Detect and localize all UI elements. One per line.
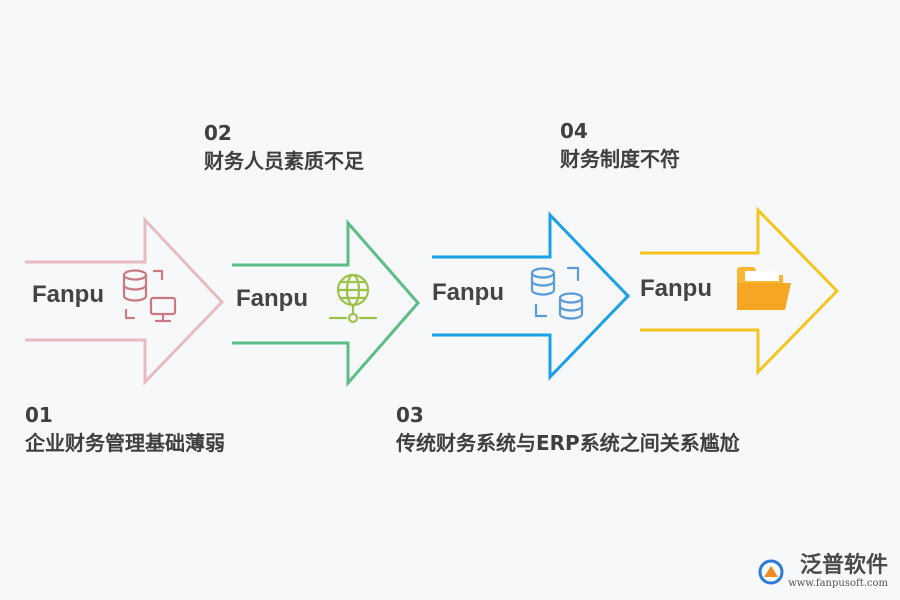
step-3-label: Fanpu xyxy=(432,279,504,306)
step-3-caption: 03 传统财务系统与ERP系统之间关系尴尬 xyxy=(396,402,740,458)
globe-network-icon xyxy=(328,273,378,324)
logo-name: 泛普软件 xyxy=(799,553,888,578)
step-1-arrow-group: Fanpu xyxy=(25,216,225,386)
step-2-label: Fanpu xyxy=(236,285,308,312)
step-3-arrow xyxy=(432,211,631,381)
step-2-caption: 02 财务人员素质不足 xyxy=(204,120,364,176)
step-4-label: Fanpu xyxy=(640,275,712,302)
step-1-arrow xyxy=(25,216,225,386)
step-3-number: 03 xyxy=(396,403,424,427)
step-2-arrow-group: Fanpu xyxy=(232,219,420,387)
step-3-text: 传统财务系统与ERP系统之间关系尴尬 xyxy=(396,431,740,455)
step-2-text: 财务人员素质不足 xyxy=(204,149,364,173)
step-4-arrow xyxy=(640,206,840,376)
step-1-number: 01 xyxy=(25,403,53,427)
database-monitor-icon xyxy=(122,269,177,323)
folder-icon xyxy=(737,267,791,310)
step-2-number: 02 xyxy=(204,121,232,145)
step-1-label: Fanpu xyxy=(32,281,104,308)
step-1-text: 企业财务管理基础薄弱 xyxy=(25,431,225,455)
step-4-arrow-group: Fanpu xyxy=(640,206,840,376)
logo-url: www.fanpusoft.com xyxy=(788,578,888,589)
fanpu-logo: 泛普软件 www.fanpusoft.com xyxy=(758,554,888,590)
step-4-text: 财务制度不符 xyxy=(560,147,680,171)
step-2-arrow xyxy=(232,219,420,387)
step-4-number: 04 xyxy=(560,119,588,143)
step-4-caption: 04 财务制度不符 xyxy=(560,118,680,174)
step-1-caption: 01 企业财务管理基础薄弱 xyxy=(25,402,225,458)
fanpu-logo-icon xyxy=(758,559,784,585)
step-3-arrow-group: Fanpu xyxy=(432,211,631,381)
database-sync-icon xyxy=(530,266,584,320)
